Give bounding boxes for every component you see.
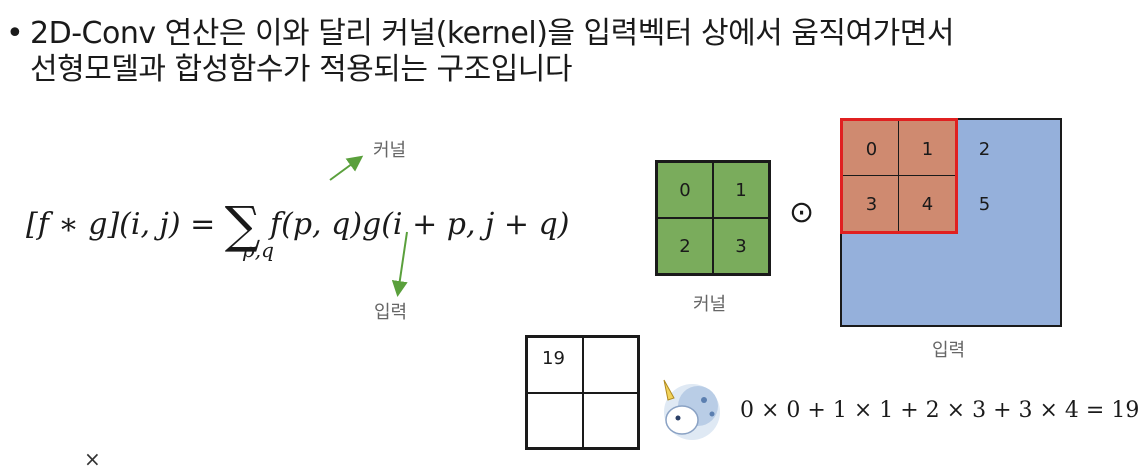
result-cell bbox=[527, 392, 583, 448]
result-cell: 19 bbox=[527, 337, 583, 393]
arrow-to-kernel bbox=[329, 155, 364, 181]
annotation-kernel: 커널 bbox=[373, 140, 407, 161]
sigma-subscript: p,q bbox=[242, 238, 274, 262]
input-cell: 3 bbox=[842, 175, 901, 233]
annotation-input: 입력 bbox=[374, 302, 408, 323]
sigma-symbol: ∑ bbox=[224, 196, 261, 254]
bullet-text-line-2: 선형모델과 합성함수가 적용되는 구조입니다 bbox=[30, 52, 573, 87]
convolution-formula: [f ∗ g](i, j) = ∑ f(p, q)g(i + p, j + q) bbox=[26, 188, 570, 254]
result-grid: 19 bbox=[525, 335, 640, 450]
kernel-cell: 2 bbox=[657, 218, 713, 274]
kernel-cell: 0 bbox=[657, 162, 713, 218]
unicorn-mascot-icon bbox=[663, 379, 720, 440]
input-cell: 2 bbox=[978, 138, 991, 160]
annotation-arrows bbox=[329, 155, 408, 297]
input-cell: 5 bbox=[978, 193, 991, 215]
formula-rhs: f(p, q)g(i + p, j + q) bbox=[270, 207, 570, 242]
bullet-text-line-1: 2D-Conv 연산은 이와 달리 커널(kernel)을 입력벡터 상에서 움… bbox=[30, 16, 954, 51]
formula-lhs: [f ∗ g](i, j) = bbox=[26, 207, 216, 242]
input-label: 입력 bbox=[932, 340, 966, 361]
kernel-label: 커널 bbox=[693, 294, 727, 315]
kernel-cell: 3 bbox=[713, 218, 769, 274]
kernel-grid: 0 1 2 3 bbox=[655, 160, 771, 276]
cursor-mark: × bbox=[84, 447, 101, 471]
result-cell bbox=[582, 392, 638, 448]
bullet-marker: • bbox=[6, 16, 24, 51]
computation-equation: 0 × 0 + 1 × 1 + 2 × 3 + 3 × 4 = 19 bbox=[740, 398, 1139, 423]
arrow-to-input bbox=[391, 231, 408, 297]
result-cell bbox=[582, 337, 638, 393]
hadamard-operator: ⊙ bbox=[789, 195, 815, 230]
kernel-cell: 1 bbox=[713, 162, 769, 218]
kernel-window-frame bbox=[840, 118, 958, 234]
